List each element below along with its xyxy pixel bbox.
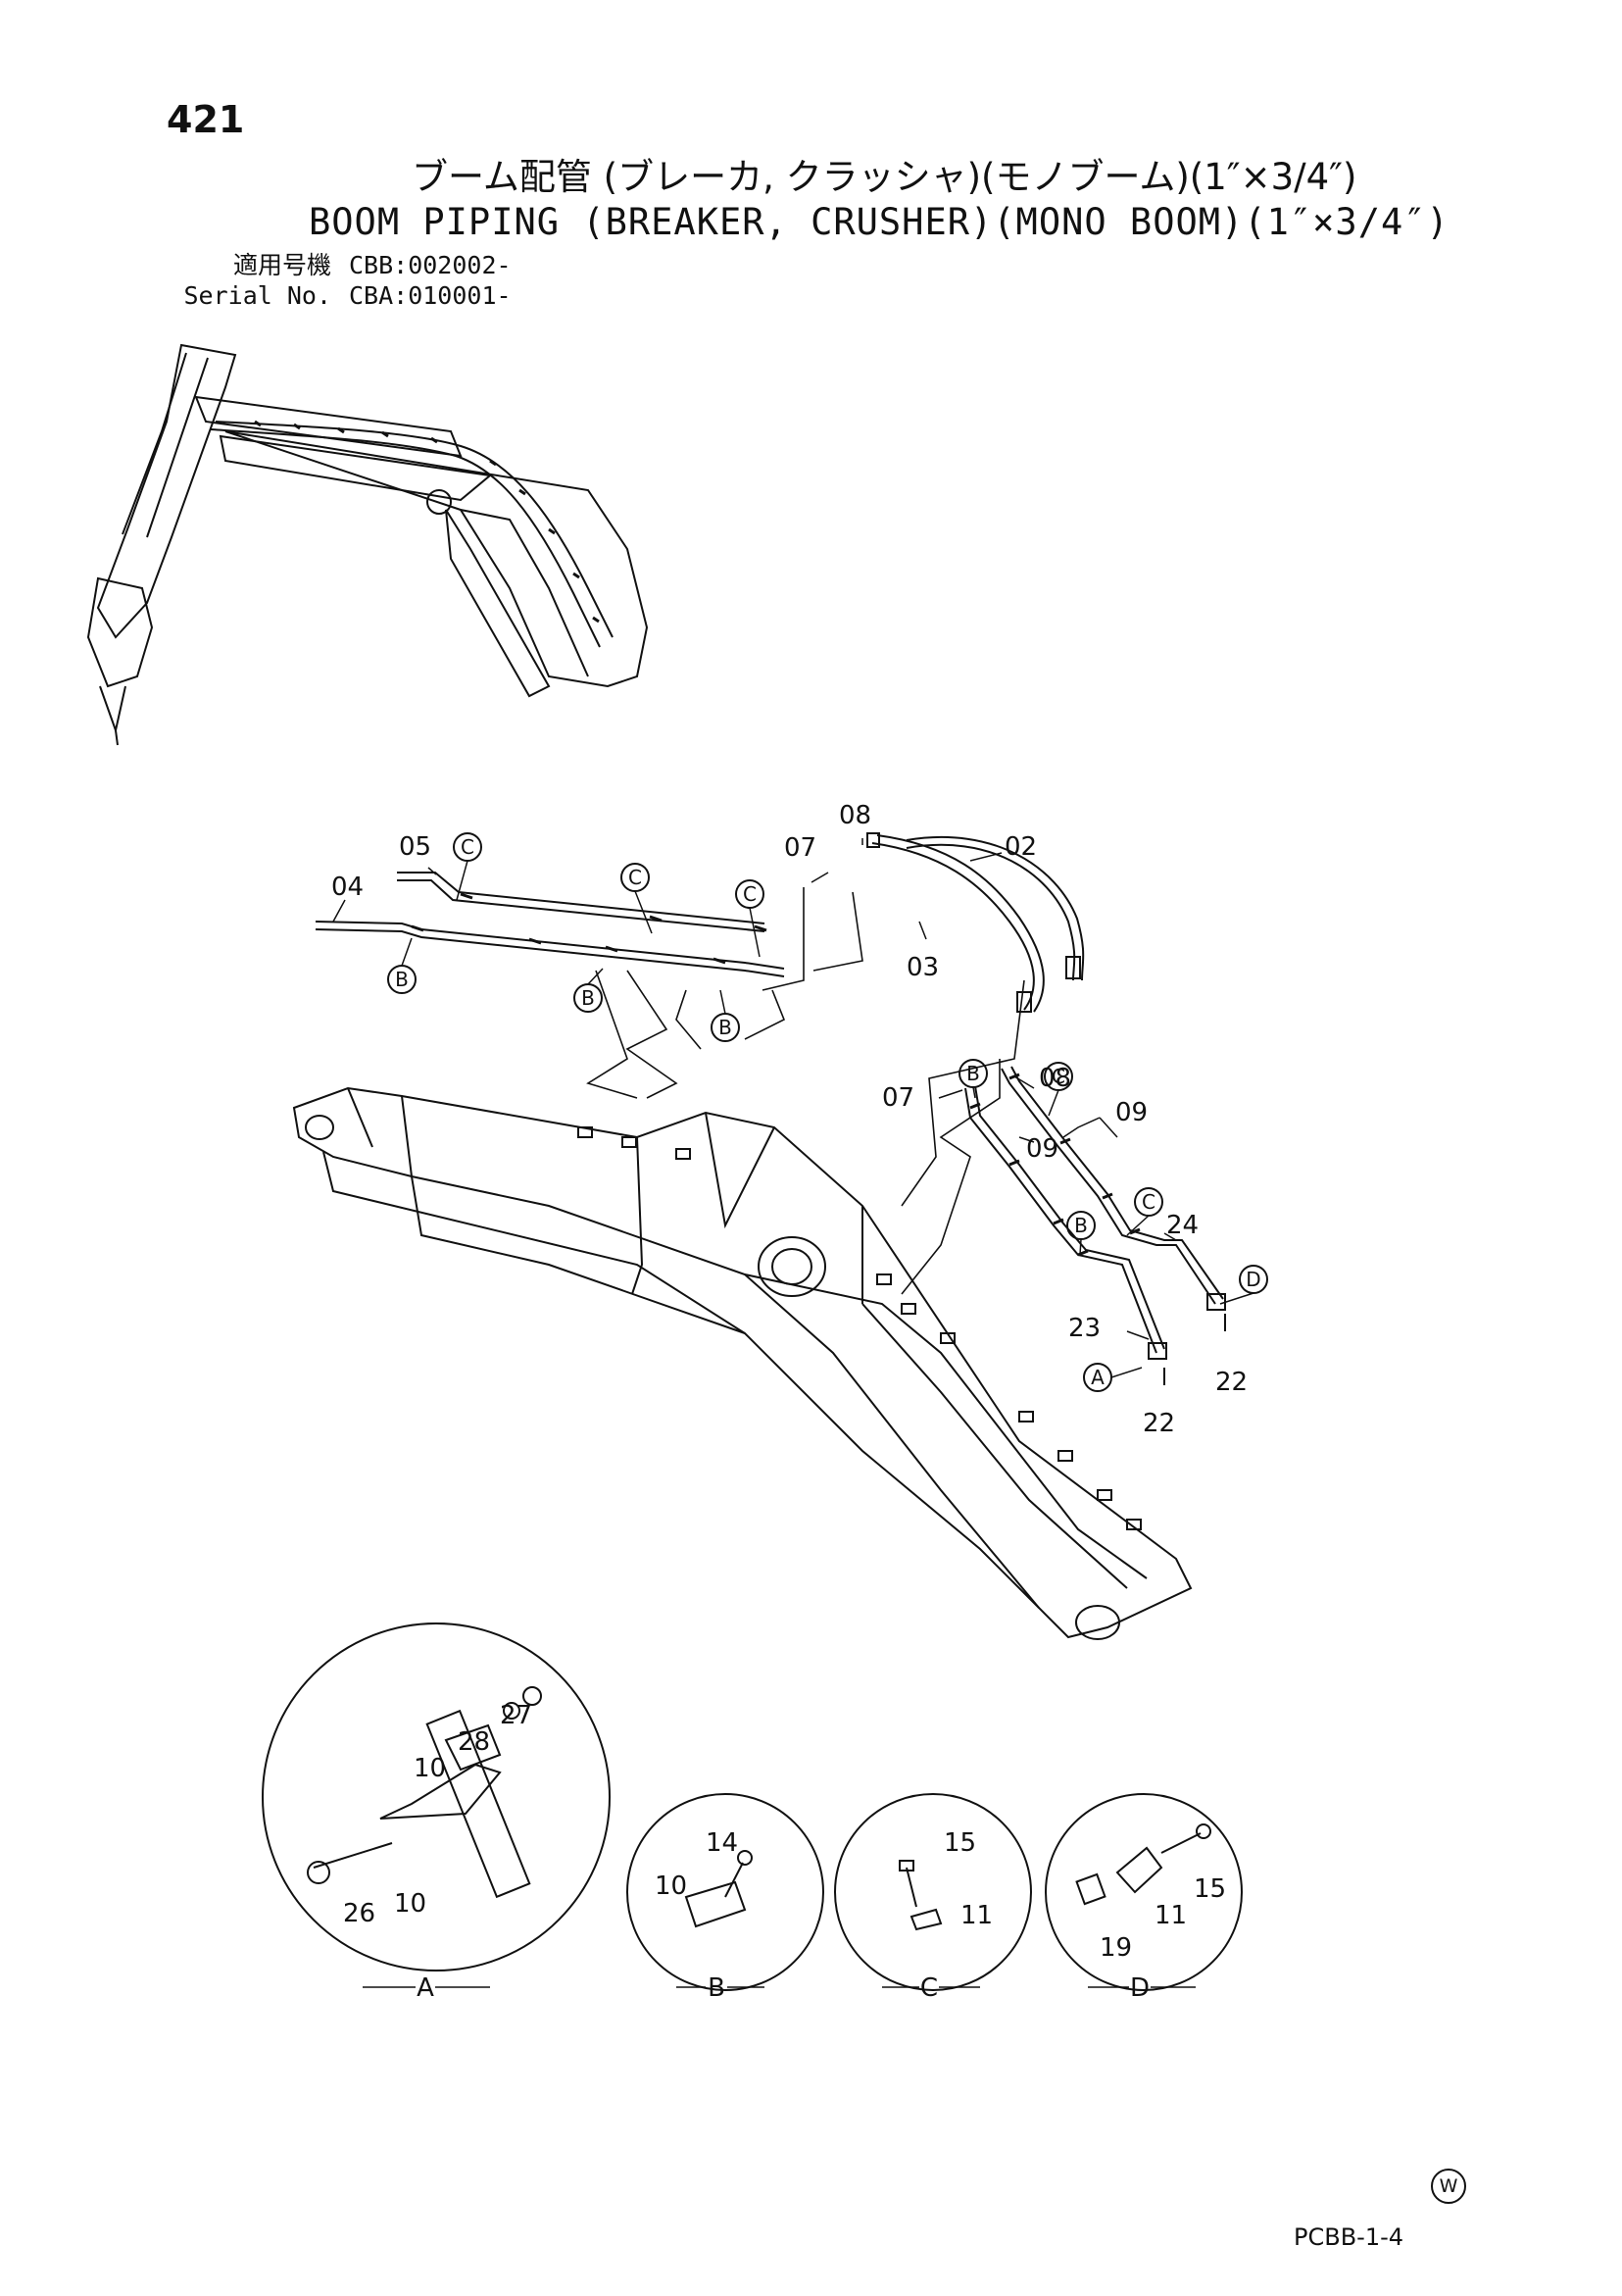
serial-label: Serial No.: [183, 281, 331, 310]
ref-letters: C C C B B B B C B C D A: [395, 835, 1261, 1389]
callout-leaders: [332, 838, 1177, 1340]
serial-label: 適用号機: [232, 251, 331, 279]
detail-a-part: 10: [394, 1889, 426, 1919]
detail-c: [834, 1793, 1032, 1991]
detail-d-part: 11: [1155, 1901, 1187, 1930]
detail-b-caption: B: [708, 1973, 725, 2003]
detail-a-caption: A: [417, 1973, 434, 2003]
serial-row: 適用号機 CBB:002002-: [157, 250, 512, 280]
ref-c: C: [1142, 1190, 1155, 1214]
detail-a-part: 10: [414, 1754, 446, 1783]
detail-c-caption: C: [920, 1973, 938, 2003]
leader-lines: [586, 887, 1025, 1295]
ref-b: B: [395, 968, 409, 991]
overview-illustration: [86, 343, 649, 746]
title-english: BOOM PIPING (BREAKER, CRUSHER)(MONO BOOM…: [309, 201, 1450, 243]
detail-a: [262, 1622, 611, 1972]
callout-22-right: 22: [1215, 1368, 1248, 1397]
serial-value: CBB:002002-: [349, 251, 512, 279]
ref-b: B: [1074, 1214, 1088, 1237]
detail-b: [626, 1793, 824, 1991]
serial-block: 適用号機 CBB:002002- Serial No. CBA:010001-: [157, 250, 512, 311]
callout-02: 02: [1005, 832, 1037, 862]
detail-d: [1045, 1793, 1243, 1991]
callout-24: 24: [1166, 1211, 1199, 1240]
detail-a-part: 27: [500, 1701, 532, 1730]
serial-value: CBA:010001-: [349, 281, 512, 310]
ref-b: B: [581, 986, 595, 1010]
ref-a: A: [1091, 1366, 1105, 1389]
ref-c: C: [628, 866, 642, 889]
hoses: [866, 832, 1085, 1013]
callout-09-right: 09: [1115, 1098, 1148, 1127]
detail-a-part: 26: [343, 1899, 375, 1928]
detail-c-part: 15: [944, 1828, 976, 1858]
serial-row: Serial No. CBA:010001-: [157, 280, 512, 311]
callout-04: 04: [331, 873, 364, 902]
upper-pipes: [315, 872, 785, 977]
callout-23: 23: [1068, 1314, 1101, 1343]
detail-b-part: 14: [706, 1828, 738, 1858]
footer-code: PCBB-1-4: [1294, 2223, 1404, 2251]
ref-b: B: [966, 1062, 980, 1085]
detail-d-caption: D: [1130, 1973, 1150, 2003]
callout-07-lower: 07: [882, 1083, 914, 1113]
lower-pipes: [964, 1066, 1226, 1385]
boom-body: [292, 1086, 1193, 1640]
callout-22-left: 22: [1143, 1409, 1175, 1438]
callout-labels: 02 03 04 05 07 08 07 08 09 09 24 23 22 2…: [331, 801, 1248, 1438]
w-mark-logo: W: [1431, 2169, 1466, 2204]
detail-b-part: 10: [655, 1872, 687, 1901]
ref-circles: [387, 832, 1268, 1392]
ref-b: B: [718, 1016, 732, 1039]
callout-05: 05: [399, 832, 431, 862]
ref-c: C: [743, 882, 757, 906]
callout-07-upper: 07: [784, 833, 816, 863]
ref-c: C: [461, 835, 474, 859]
callout-09-left: 09: [1026, 1134, 1058, 1164]
detail-d-part: 15: [1194, 1874, 1226, 1904]
detail-part-labels: 26 10 10 28 27 14 10 15 11 19 11 15: [343, 1701, 1226, 1963]
callout-08-lower: 08: [1039, 1064, 1071, 1093]
detail-c-part: 11: [960, 1901, 993, 1930]
title-japanese: ブーム配管 (ブレーカ, クラッシャ)(モノブーム)(1″×3/4″): [412, 156, 1357, 198]
ref-c: C: [1052, 1065, 1065, 1088]
ref-d: D: [1246, 1268, 1260, 1291]
callout-08-upper: 08: [839, 801, 871, 830]
callout-03: 03: [907, 953, 939, 982]
detail-d-part: 19: [1100, 1933, 1132, 1963]
detail-a-part: 28: [458, 1727, 490, 1757]
page-number: 421: [167, 98, 245, 141]
